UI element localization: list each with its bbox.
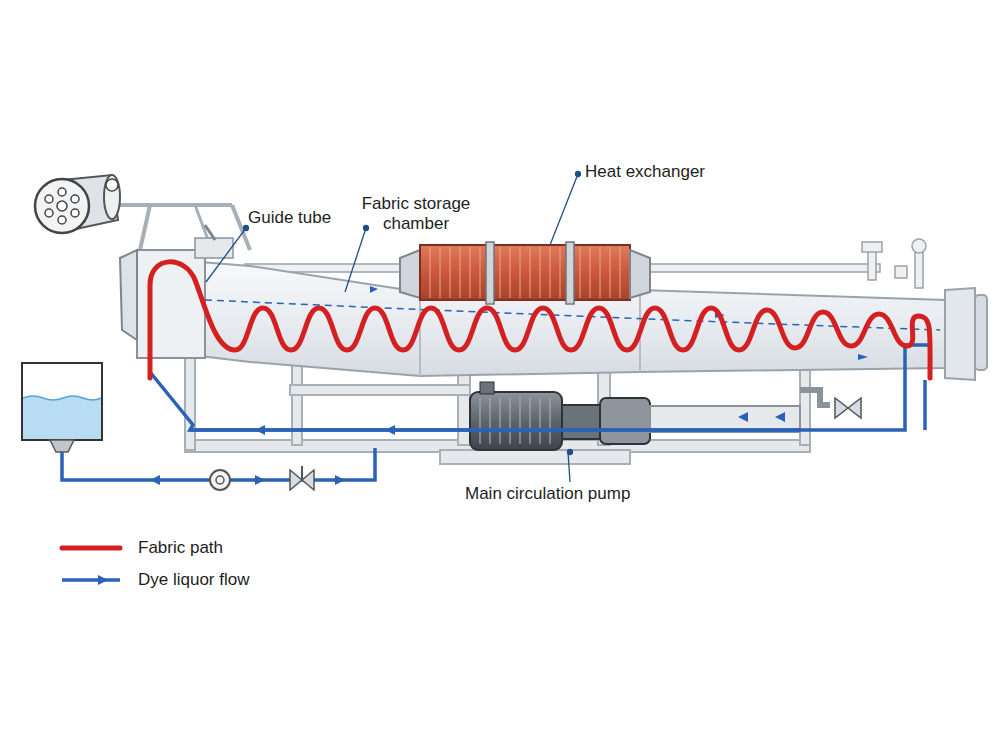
part-label: Heat exchanger bbox=[585, 162, 745, 182]
legend-text: Fabric path bbox=[138, 538, 338, 558]
part-label: Main circulation pump bbox=[465, 484, 685, 504]
part-label: Guide tube bbox=[248, 208, 358, 228]
fabric-path bbox=[150, 262, 930, 378]
legend-text: Dye liquor flow bbox=[138, 570, 338, 590]
liquor-lines bbox=[62, 345, 930, 480]
leader-lines bbox=[206, 172, 581, 483]
heat-exchanger bbox=[400, 242, 650, 304]
legend-samples bbox=[62, 548, 120, 585]
part-label: Fabric storage chamber bbox=[352, 194, 480, 234]
liquor-valves bbox=[210, 466, 314, 490]
dye-tank bbox=[22, 363, 102, 452]
dyeing-vessel bbox=[120, 225, 987, 380]
circulation-pump bbox=[470, 382, 861, 450]
